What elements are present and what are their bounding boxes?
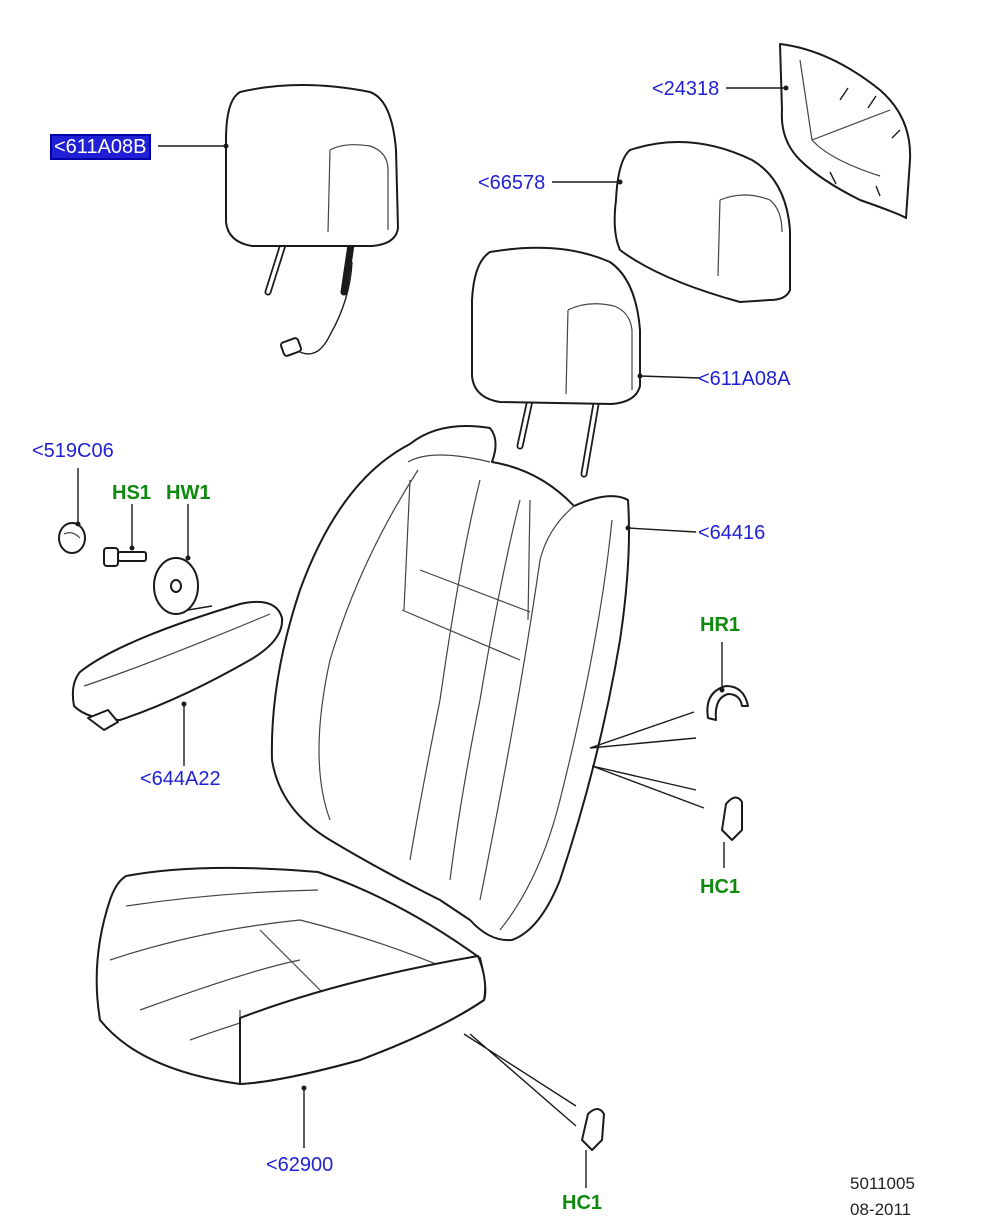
callout-66578[interactable]: <66578	[478, 172, 546, 194]
callout-HR1[interactable]: HR1	[700, 614, 741, 636]
seat-cushion[interactable]	[95, 866, 487, 1085]
leader-dots	[75, 85, 789, 1091]
diagram-date: 08-2011	[850, 1200, 912, 1219]
callout-62900[interactable]: <62900	[266, 1154, 334, 1176]
callout-611A08B[interactable]: <611A08B	[50, 134, 151, 160]
seat-back[interactable]	[270, 425, 630, 942]
washer-part[interactable]	[153, 557, 199, 615]
callout-519C06[interactable]: <519C06	[32, 440, 114, 462]
head-restraint-frame[interactable]	[779, 43, 912, 219]
armrest[interactable]	[71, 600, 284, 731]
callout-HC1-upper[interactable]: HC1	[700, 876, 741, 898]
cap-part[interactable]	[58, 522, 86, 554]
callout-64416[interactable]: <64416	[698, 522, 766, 544]
push-clip-part-2[interactable]	[581, 1108, 605, 1151]
screw-part[interactable]	[103, 547, 147, 567]
callout-611A08A[interactable]: <611A08A	[698, 368, 791, 390]
callout-HC1-lower[interactable]: HC1	[562, 1192, 603, 1214]
callout-HW1[interactable]: HW1	[166, 482, 211, 504]
head-restraint-manual[interactable]	[471, 246, 641, 478]
head-restraint-powered[interactable]	[225, 84, 399, 357]
push-clip-part-1[interactable]	[721, 796, 743, 841]
diagram-reference-number: 5011005	[850, 1174, 915, 1193]
head-restraint-cover[interactable]	[613, 141, 791, 303]
callout-644A22[interactable]: <644A22	[140, 768, 221, 790]
retainer-clip-part[interactable]	[706, 685, 749, 721]
callout-24318[interactable]: <24318	[652, 78, 720, 100]
leader-lines	[77, 87, 786, 1188]
callout-HS1[interactable]: HS1	[112, 482, 151, 504]
